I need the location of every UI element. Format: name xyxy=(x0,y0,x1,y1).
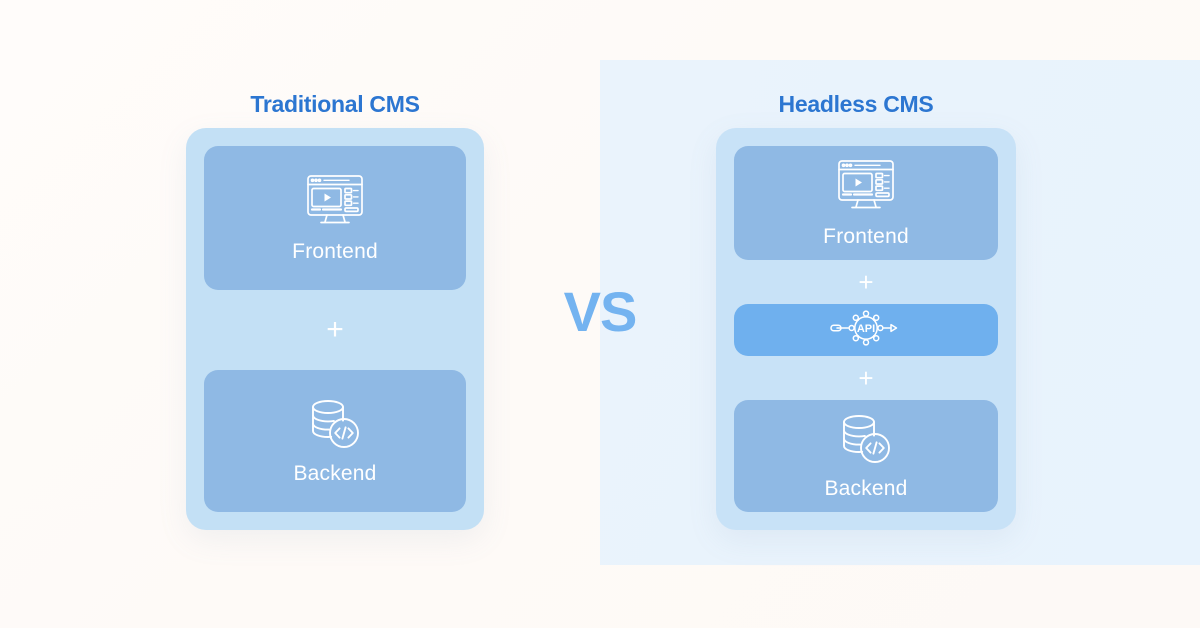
traditional-separator-plus: + xyxy=(326,313,344,346)
database-code-icon xyxy=(836,412,896,471)
headless-frontend-label: Frontend xyxy=(823,224,909,248)
headless-separator-plus-2: + xyxy=(858,363,874,393)
headless-api-card[interactable]: API xyxy=(734,304,998,356)
traditional-backend-card[interactable]: Backend xyxy=(204,370,466,512)
headless-backend-label: Backend xyxy=(824,476,908,500)
traditional-frontend-label: Frontend xyxy=(292,239,378,263)
traditional-cms-title: Traditional CMS xyxy=(250,91,420,117)
monitor-video-player-icon xyxy=(304,173,366,234)
headless-cms-title: Headless CMS xyxy=(778,91,934,117)
headless-frontend-card[interactable]: Frontend xyxy=(734,146,998,260)
database-code-icon xyxy=(305,397,365,456)
traditional-frontend-card[interactable]: Frontend xyxy=(204,146,466,290)
versus-label: VS xyxy=(563,280,638,343)
headless-separator-plus-1: + xyxy=(858,267,874,297)
headless-backend-card[interactable]: Backend xyxy=(734,400,998,512)
monitor-video-player-icon xyxy=(835,158,897,219)
headless-cms-stack: Frontend + xyxy=(716,128,1016,530)
traditional-backend-label: Backend xyxy=(293,461,377,485)
gear-api-icon: API xyxy=(827,305,905,356)
svg-text:API: API xyxy=(857,323,875,335)
traditional-cms-stack: Frontend + Backend xyxy=(186,128,484,530)
